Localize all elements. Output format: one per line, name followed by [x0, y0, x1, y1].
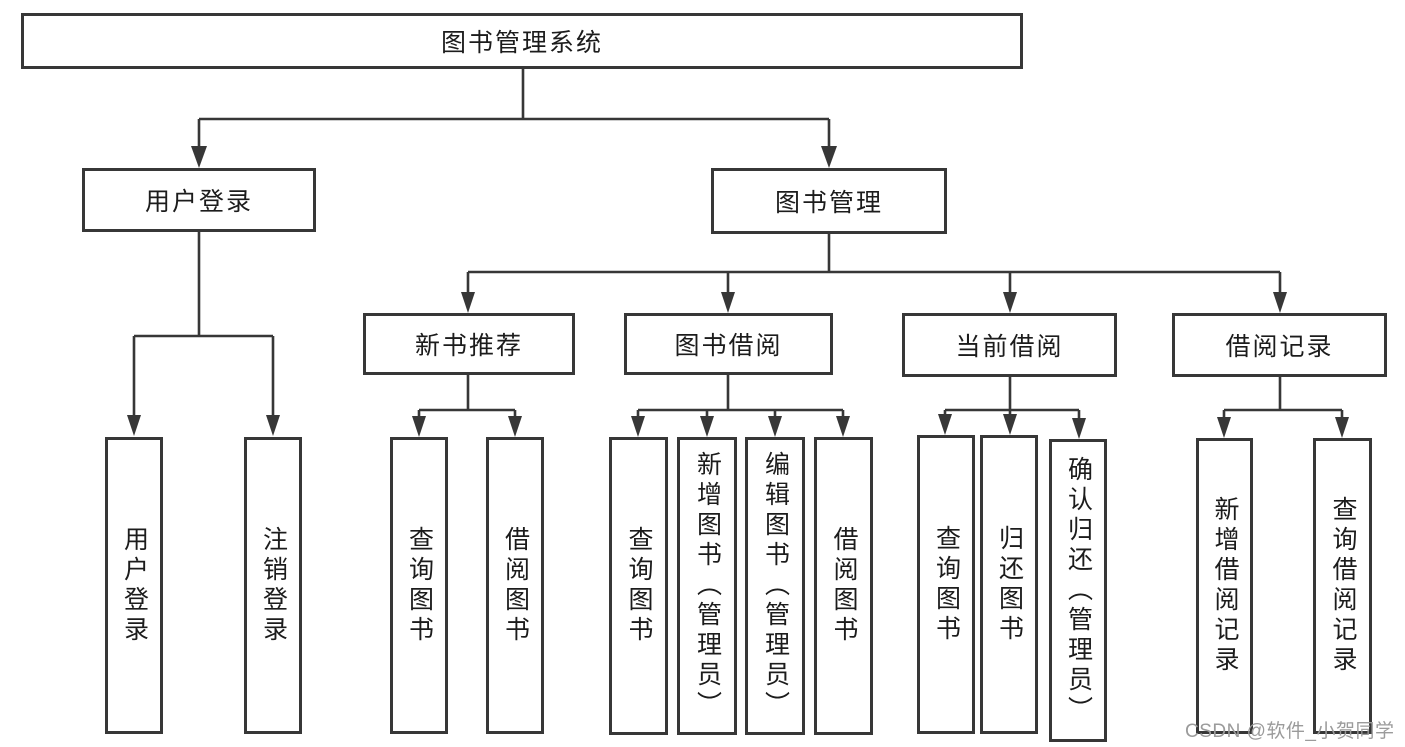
leaf-confirm-return-admin: 确认归还（管理员） [1049, 439, 1107, 742]
node-borrow-records: 借阅记录 [1172, 313, 1387, 377]
leaf-add-borrow-record: 新增借阅记录 [1196, 438, 1253, 734]
csdn-watermark: CSDN @软件_小贺同学 [1185, 721, 1395, 742]
node-book-management-branch: 图书管理 [711, 168, 947, 234]
leaf-query-books-1: 查询图书 [390, 437, 448, 734]
node-book-borrow: 图书借阅 [624, 313, 833, 375]
node-new-book-recommend: 新书推荐 [363, 313, 575, 375]
leaf-add-books-admin: 新增图书（管理员） [677, 437, 737, 735]
leaf-user-login: 用户登录 [105, 437, 163, 734]
leaf-query-books-3: 查询图书 [917, 435, 975, 734]
node-current-borrow: 当前借阅 [902, 313, 1117, 377]
node-library-management-system: 图书管理系统 [21, 13, 1023, 69]
leaf-borrow-books-2: 借阅图书 [814, 437, 873, 735]
leaf-query-borrow-record: 查询借阅记录 [1313, 438, 1372, 734]
leaf-return-books: 归还图书 [980, 435, 1038, 734]
leaf-borrow-books-1: 借阅图书 [486, 437, 544, 734]
node-user-login-branch: 用户登录 [82, 168, 316, 232]
leaf-query-books-2: 查询图书 [609, 437, 668, 735]
leaf-edit-books-admin: 编辑图书（管理员） [745, 437, 805, 735]
leaf-logout: 注销登录 [244, 437, 302, 734]
